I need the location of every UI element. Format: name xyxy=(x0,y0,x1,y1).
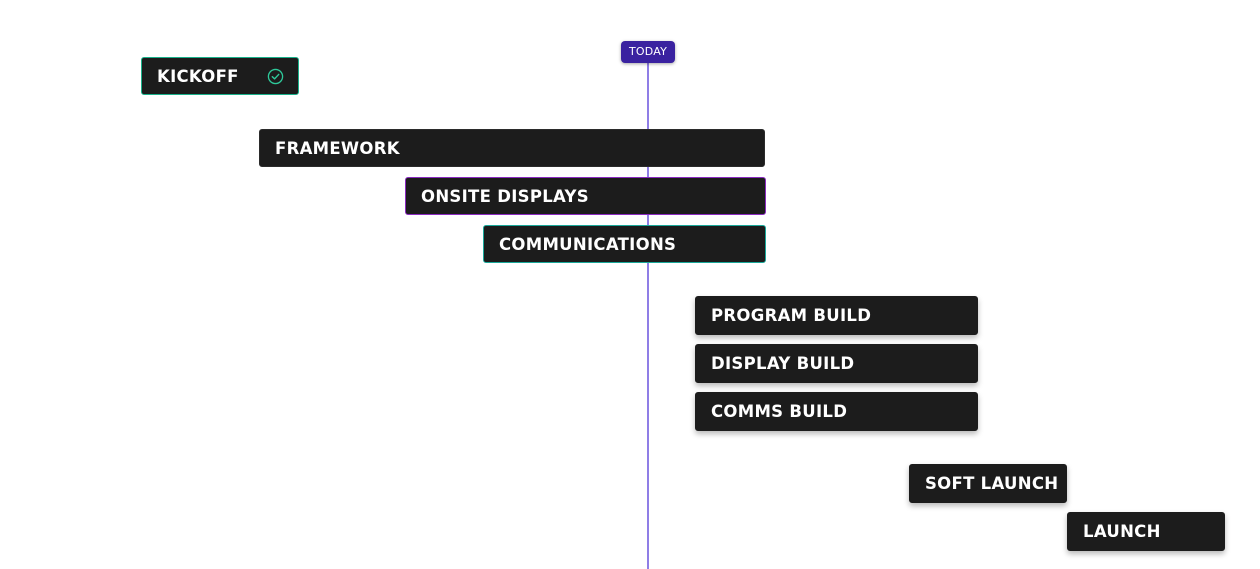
task-label: LAUNCH xyxy=(1083,522,1161,541)
task-label: DISPLAY BUILD xyxy=(711,354,855,373)
task-label: KICKOFF xyxy=(157,66,239,86)
today-badge: TODAY xyxy=(621,41,675,63)
task-bar-launch[interactable]: LAUNCH xyxy=(1067,512,1225,551)
task-bar-framework[interactable]: FRAMEWORK xyxy=(259,129,765,167)
task-bar-comms-build[interactable]: COMMS BUILD xyxy=(695,392,978,431)
task-bar-onsite-displays[interactable]: ONSITE DISPLAYS xyxy=(405,177,766,215)
check-circle-icon xyxy=(267,68,284,84)
task-bar-display-build[interactable]: DISPLAY BUILD xyxy=(695,344,978,383)
today-line xyxy=(647,62,649,569)
task-bar-soft-launch[interactable]: SOFT LAUNCH xyxy=(909,464,1067,503)
task-bar-kickoff[interactable]: KICKOFF xyxy=(141,57,299,95)
task-label: FRAMEWORK xyxy=(275,138,400,158)
task-label: SOFT LAUNCH xyxy=(925,474,1059,493)
task-label: ONSITE DISPLAYS xyxy=(421,186,589,206)
task-bar-communications[interactable]: COMMUNICATIONS xyxy=(483,225,766,263)
task-label: PROGRAM BUILD xyxy=(711,306,872,325)
task-bar-program-build[interactable]: PROGRAM BUILD xyxy=(695,296,978,335)
task-label: COMMUNICATIONS xyxy=(499,234,677,254)
task-label: COMMS BUILD xyxy=(711,402,848,421)
